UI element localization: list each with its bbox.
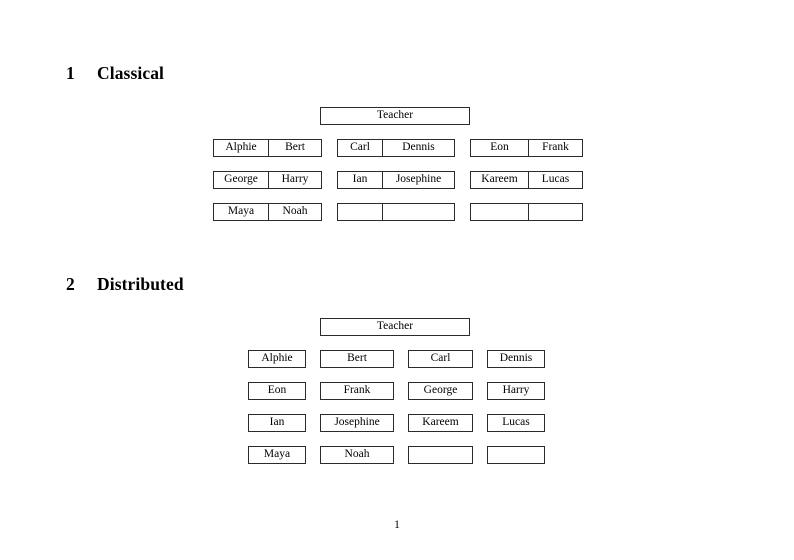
- classical-cell[interactable]: Harry: [268, 172, 321, 188]
- teacher-box-distributed[interactable]: Teacher: [320, 318, 470, 336]
- classical-cell-group: Ian Josephine: [337, 171, 455, 189]
- distributed-box[interactable]: Frank: [320, 382, 394, 400]
- classical-cell[interactable]: Carl: [338, 140, 382, 156]
- classical-cell[interactable]: Alphie: [214, 140, 268, 156]
- distributed-box[interactable]: Noah: [320, 446, 394, 464]
- classical-cell-group: Eon Frank: [470, 139, 583, 157]
- distributed-box[interactable]: Ian: [248, 414, 306, 432]
- classical-cell-group: Carl Dennis: [337, 139, 455, 157]
- classical-cell[interactable]: Kareem: [471, 172, 528, 188]
- teacher-box-classical[interactable]: Teacher: [320, 107, 470, 125]
- distributed-row: Eon Frank George Harry: [0, 382, 794, 400]
- classical-cell-group: [470, 203, 583, 221]
- classical-cell[interactable]: Bert: [268, 140, 321, 156]
- section-title: Distributed: [97, 274, 184, 294]
- distributed-box[interactable]: Lucas: [487, 414, 545, 432]
- section-number: 2: [66, 274, 75, 294]
- distributed-row: Maya Noah: [0, 446, 794, 464]
- classical-cell-group: Kareem Lucas: [470, 171, 583, 189]
- classical-cell-group: George Harry: [213, 171, 322, 189]
- distributed-box[interactable]: Alphie: [248, 350, 306, 368]
- section-title: Classical: [97, 63, 165, 83]
- section-heading-classical: 1 Classical: [66, 63, 164, 84]
- classical-cell-empty[interactable]: [471, 204, 528, 220]
- distributed-box[interactable]: Dennis: [487, 350, 545, 368]
- classical-cell-empty[interactable]: [528, 204, 582, 220]
- distributed-box[interactable]: Josephine: [320, 414, 394, 432]
- classical-cell[interactable]: Frank: [528, 140, 582, 156]
- distributed-box-empty[interactable]: [487, 446, 545, 464]
- page-number: 1: [394, 519, 400, 531]
- classical-cell[interactable]: George: [214, 172, 268, 188]
- classical-cell[interactable]: Lucas: [528, 172, 582, 188]
- distributed-box[interactable]: Carl: [408, 350, 473, 368]
- classical-cell-empty[interactable]: [338, 204, 382, 220]
- distributed-box[interactable]: George: [408, 382, 473, 400]
- classical-cell-empty[interactable]: [382, 204, 454, 220]
- distributed-box[interactable]: Harry: [487, 382, 545, 400]
- distributed-row: Alphie Bert Carl Dennis: [0, 350, 794, 368]
- classical-cell[interactable]: Noah: [268, 204, 321, 220]
- distributed-box[interactable]: Eon: [248, 382, 306, 400]
- distributed-row: Ian Josephine Kareem Lucas: [0, 414, 794, 432]
- section-number: 1: [66, 63, 75, 83]
- classical-cell[interactable]: Eon: [471, 140, 528, 156]
- distributed-box-empty[interactable]: [408, 446, 473, 464]
- section-heading-distributed: 2 Distributed: [66, 274, 184, 295]
- distributed-box[interactable]: Maya: [248, 446, 306, 464]
- classical-cell[interactable]: Dennis: [382, 140, 454, 156]
- classical-cell-group: Alphie Bert: [213, 139, 322, 157]
- distributed-box[interactable]: Kareem: [408, 414, 473, 432]
- classical-cell-group: [337, 203, 455, 221]
- classical-cell[interactable]: Maya: [214, 204, 268, 220]
- classical-cell[interactable]: Ian: [338, 172, 382, 188]
- classical-cell[interactable]: Josephine: [382, 172, 454, 188]
- classical-cell-group: Maya Noah: [213, 203, 322, 221]
- distributed-box[interactable]: Bert: [320, 350, 394, 368]
